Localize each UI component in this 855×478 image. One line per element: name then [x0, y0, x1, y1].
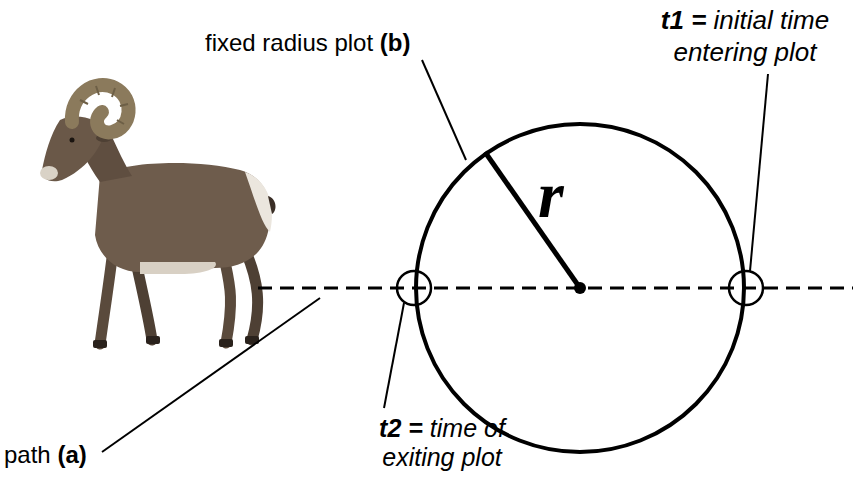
radius-line [485, 152, 580, 288]
plain-text: path [4, 441, 57, 468]
ram-hoof [219, 339, 233, 347]
ram-hoof [146, 336, 160, 344]
ram-leg [100, 258, 112, 344]
emphasis-text: (b) [380, 29, 411, 56]
callout-label: path (a) [4, 440, 87, 470]
plot-boundary [416, 124, 744, 452]
ram-belly [140, 262, 216, 274]
ram-muzzle [40, 166, 58, 180]
plain-text: fixed radius plot [205, 29, 380, 56]
ram-body [95, 163, 271, 272]
ram-hoof [93, 340, 107, 348]
leader-line [422, 60, 466, 160]
ram-leg [246, 252, 258, 340]
ram-tail [268, 196, 275, 214]
leader-line [750, 74, 768, 271]
callout-label: t2 = time of exiting plot [362, 414, 522, 472]
emphasis-text: (a) [57, 441, 86, 468]
ram-rump [245, 172, 272, 232]
callout-label: t1 = initial time entering plot [640, 4, 850, 68]
leader-line [102, 298, 320, 452]
ram-horn [72, 85, 129, 132]
horn-ridges [80, 86, 128, 124]
emphasis-text: t2 = [379, 414, 423, 442]
emphasis-text: t1 = [661, 5, 707, 35]
entry-point [729, 271, 763, 305]
radius-symbol: r [538, 162, 564, 228]
bighorn-ram [40, 85, 275, 348]
ram-eye [70, 138, 75, 143]
callout-label: fixed radius plot (b) [205, 28, 410, 58]
leader-line [384, 303, 404, 408]
circle-outline [414, 122, 746, 454]
plot-center [574, 282, 586, 294]
plot-circle: r [414, 122, 746, 454]
ram-leg [225, 262, 231, 343]
